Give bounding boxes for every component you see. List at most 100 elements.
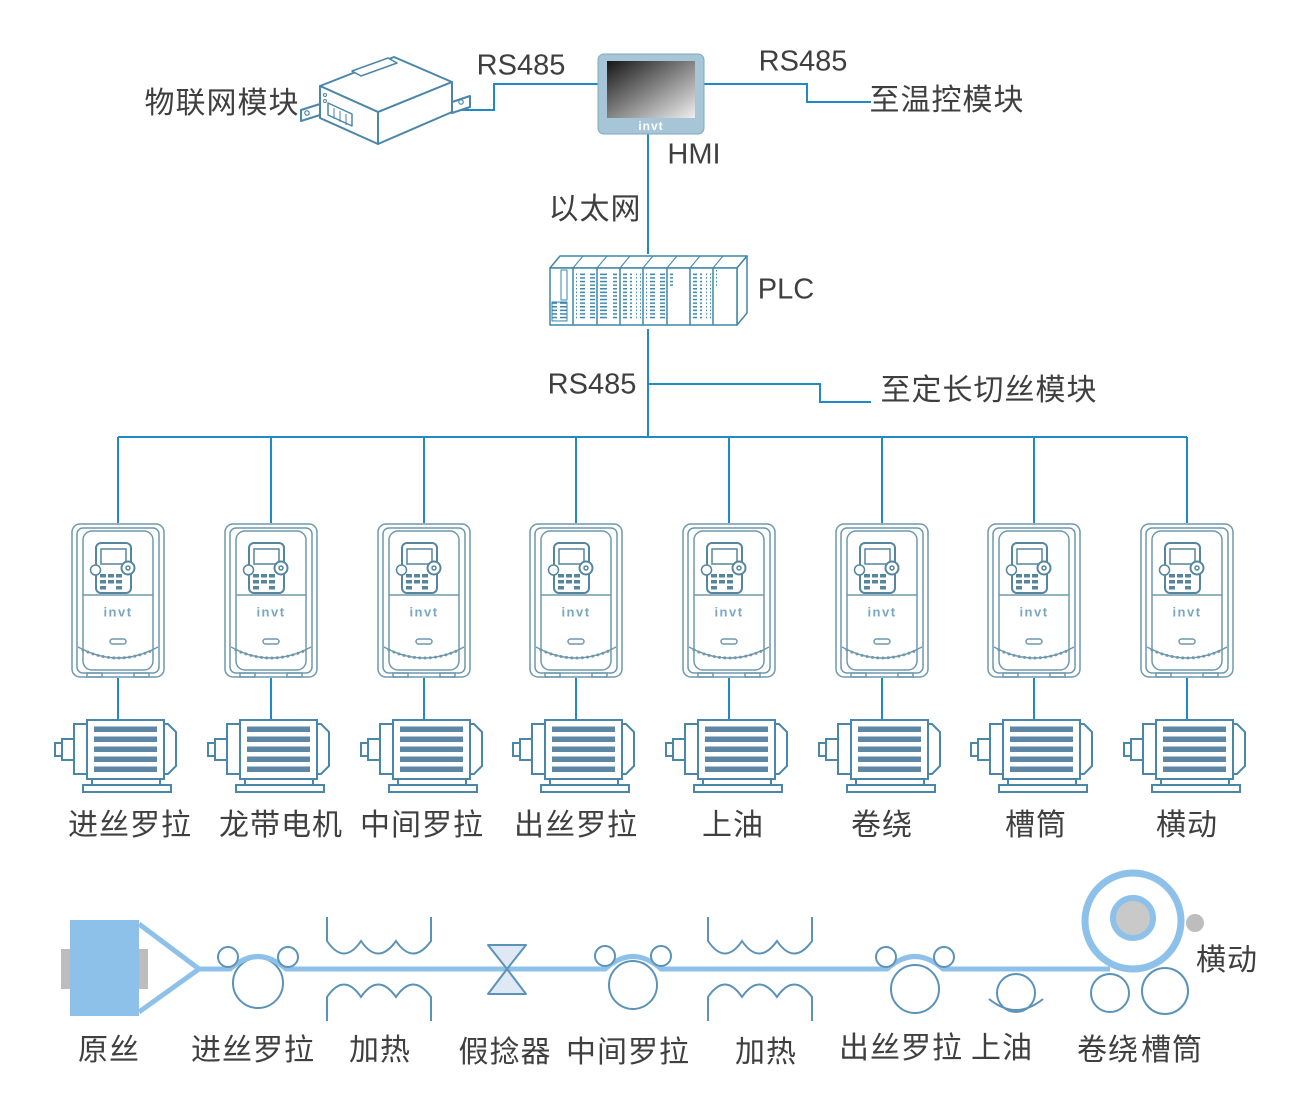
- traverse-dot: [1186, 914, 1204, 932]
- hmi-label: HMI: [667, 138, 721, 171]
- vfd-brand-8: invt: [1172, 604, 1202, 620]
- grooved-drum-roller: [1141, 967, 1189, 1015]
- drive-label-5: 上油: [702, 809, 764, 842]
- feed-roller-wheel: [232, 957, 284, 1009]
- motor-8: [1123, 719, 1246, 793]
- exit-roller-label: 出丝罗拉: [839, 1032, 963, 1065]
- iot-module-label: 物联网模块: [144, 87, 300, 120]
- raw-silk-label: 原丝: [78, 1034, 140, 1067]
- exit-roller-guide-right: [933, 946, 955, 968]
- oiling-label: 上油: [971, 1032, 1033, 1065]
- drive-label-4: 出丝罗拉: [514, 809, 638, 842]
- heater2-label: 加热: [735, 1036, 797, 1069]
- exit-roller-guide-left: [875, 946, 897, 968]
- vfd-brand-4: invt: [561, 604, 591, 620]
- heater2-bottom-coil: [707, 983, 813, 1021]
- middle-roller-guide-right: [650, 945, 672, 967]
- oiling-cup-arc: [988, 998, 1044, 1011]
- hmi-screen: [607, 61, 695, 118]
- vfd-row: [71, 523, 1234, 678]
- heater1-top-coil: [326, 917, 432, 955]
- iot-module-device: [300, 56, 471, 145]
- heater1-label: 加热: [349, 1034, 411, 1067]
- vfd-drive-7: [987, 523, 1081, 678]
- iot-left-flange: [300, 103, 321, 122]
- ethernet-label: 以太网: [548, 193, 642, 226]
- rs485-left-label: RS485: [476, 49, 566, 82]
- thread-line: [199, 954, 1110, 972]
- vfd-brand-6: invt: [867, 604, 897, 620]
- motor-3: [360, 719, 483, 793]
- middle-roller-wheel: [608, 960, 658, 1010]
- vfd-brand-2: invt: [256, 604, 286, 620]
- drive-label-1: 进丝罗拉: [68, 809, 192, 842]
- feed-roller-guide-right: [277, 946, 299, 968]
- iot-top-label: [351, 57, 398, 77]
- hmi-brand-logo: invt: [638, 119, 664, 133]
- false-twister-top: [487, 944, 527, 970]
- drive-label-2: 龙带电机: [219, 809, 343, 842]
- feed-roller-guide-left: [217, 946, 239, 968]
- drive-label-3: 中间罗拉: [360, 809, 484, 842]
- winding-core: [1110, 895, 1156, 941]
- plc-top-diagonals: [572, 255, 724, 269]
- false-twister-label: 假捻器: [458, 1036, 552, 1069]
- grooved-drum-label: 槽筒: [1141, 1034, 1203, 1067]
- plc-psu-grille: [551, 301, 568, 322]
- iot-connector-pins: [333, 108, 347, 125]
- motor-4: [512, 719, 635, 793]
- vfd-drive-8: [1140, 523, 1234, 678]
- line-hmi-to-temp-module: [703, 83, 871, 103]
- oiling-wheel: [996, 973, 1036, 1013]
- plc-module-dividers: [572, 268, 714, 325]
- heater1-bottom-coil: [326, 983, 432, 1021]
- vfd-motor-links: [117, 678, 1188, 719]
- vfd-drive-3: [377, 523, 471, 678]
- vfd-brand-1: invt: [103, 604, 133, 620]
- plc-right-face: [736, 255, 748, 326]
- vfd-drive-2: [224, 523, 318, 678]
- raw-silk-package: [70, 920, 139, 1016]
- motor-6: [818, 719, 941, 793]
- rs485-bus-label: RS485: [547, 368, 637, 401]
- vfd-drive-5: [682, 523, 776, 678]
- line-iot-to-hmi: [452, 83, 598, 111]
- rs485-right-label: RS485: [758, 45, 848, 78]
- motor-7: [970, 719, 1093, 793]
- line-branch-cutting-module: [648, 383, 871, 403]
- iot-led-2: [323, 99, 327, 103]
- feed-roller-label: 进丝罗拉: [191, 1034, 315, 1067]
- middle-roller-label: 中间罗拉: [566, 1036, 690, 1069]
- temp-module-label: 至温控模块: [869, 84, 1025, 117]
- motor-2: [207, 719, 330, 793]
- vfd-drive-6: [835, 523, 929, 678]
- iot-screw-left: [304, 110, 310, 116]
- vfd-drive-1: [71, 523, 165, 678]
- exit-roller-wheel: [890, 964, 940, 1014]
- vfd-brand-7: invt: [1019, 604, 1049, 620]
- plc-rack: [549, 255, 748, 326]
- iot-screw-right: [458, 99, 464, 105]
- motor-5: [665, 719, 788, 793]
- middle-roller-guide-left: [594, 945, 616, 967]
- connection-lines: [117, 83, 1188, 719]
- drive-label-7: 槽筒: [1005, 809, 1067, 842]
- plc-label: PLC: [757, 273, 815, 306]
- plc-psu-slot: [560, 269, 568, 301]
- motor-1: [54, 719, 177, 793]
- winding-roller: [1090, 973, 1130, 1013]
- raw-silk-tab-left: [61, 949, 70, 989]
- process-flow: [61, 869, 1204, 1021]
- cutting-module-label: 至定长切丝模块: [880, 374, 1098, 407]
- vfd-drive-4: [529, 523, 623, 678]
- vfd-brand-3: invt: [409, 604, 439, 620]
- false-twister-bottom: [487, 968, 527, 995]
- drive-label-8: 横动: [1156, 809, 1218, 842]
- iot-led-1: [323, 93, 327, 97]
- iot-right-face: [377, 81, 453, 145]
- bus-drops: [117, 437, 1188, 523]
- hmi-device: [597, 53, 705, 135]
- vfd-brand-5: invt: [714, 604, 744, 620]
- heater2-top-coil: [707, 917, 813, 955]
